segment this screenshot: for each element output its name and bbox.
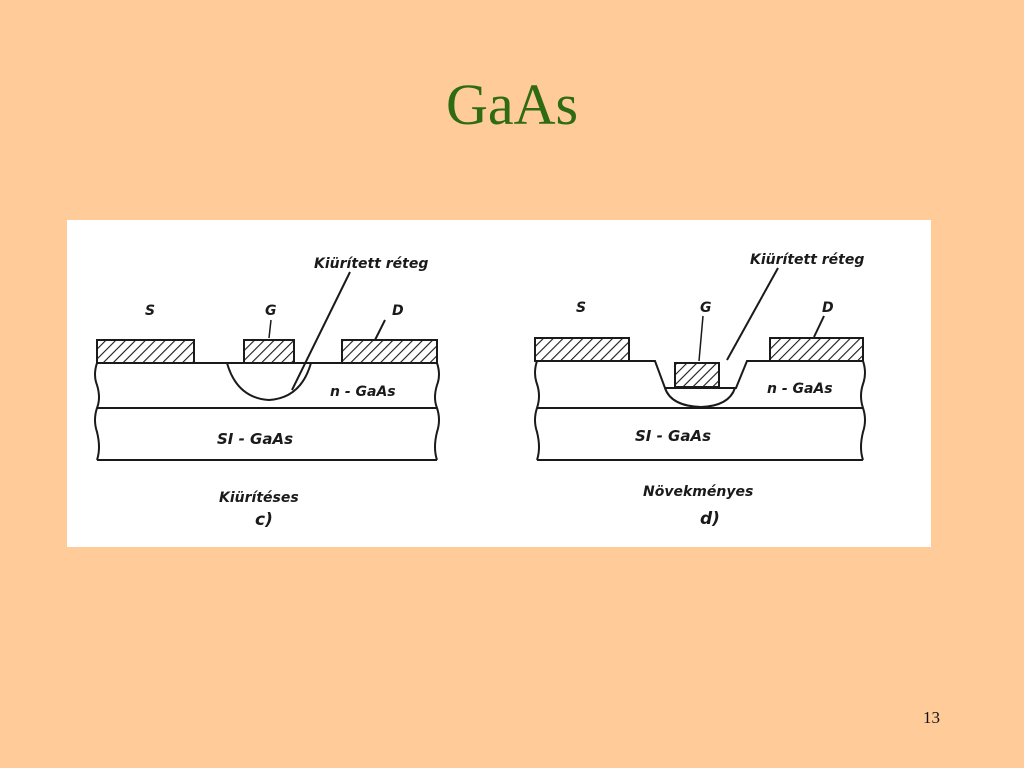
diagram-c-substrate-label: SI - GaAs — [217, 430, 293, 448]
diagram-d-labels: Kiürített réteg S G D n - GaAs SI - GaAs… — [576, 252, 864, 529]
mesfet-figure: Kiürített réteg S G D n - GaAs SI - GaAs… — [67, 220, 931, 547]
diagram-c-drain-contact — [341, 339, 438, 364]
mesfet-diagrams: Kiürített réteg S G D n - GaAs SI - GaAs… — [94, 252, 866, 530]
diagram-c-source-contact — [96, 339, 195, 364]
diagram-c-gate-label: G — [265, 303, 277, 319]
diagram-c-gate-contact — [243, 339, 295, 364]
diagram-c-active-layer-label: n - GaAs — [330, 384, 396, 400]
diagram-c-right-break — [434, 362, 440, 461]
diagram-c-panel-label: c) — [255, 510, 273, 530]
diagram-d-gate-contact — [674, 362, 720, 388]
diagram-d-source-contact — [534, 337, 630, 362]
diagram-d-panel-label: d) — [700, 509, 720, 529]
diagram-d-layer-boundaries — [537, 407, 863, 461]
diagram-d-depletion-region — [664, 387, 736, 409]
slide-title: GaAs — [445, 72, 579, 137]
diagram-d-depletion-label: Kiürített réteg — [750, 252, 864, 268]
diagram-d-drain-contact — [769, 337, 864, 362]
diagram-d-drain-label: D — [822, 300, 834, 316]
diagram-d-enhancement-mesfet — [534, 267, 866, 461]
diagram-c-gate-leader — [268, 319, 272, 339]
diagram-c-depletion-label: Kiürített réteg — [314, 256, 428, 272]
diagram-d-gate-label: G — [700, 300, 712, 316]
diagram-c-source-label: S — [145, 303, 155, 319]
diagram-c-depletion-mesfet — [94, 271, 440, 461]
diagram-c-depletion-region — [226, 362, 312, 402]
diagram-d-mode-label: Növekményes — [643, 484, 753, 500]
diagram-d-left-break — [534, 360, 540, 461]
diagram-d-source-label: S — [576, 300, 586, 316]
diagram-c-depletion-leader — [291, 271, 351, 391]
diagram-d-right-break — [860, 360, 866, 461]
diagram-d-gate-leader — [698, 315, 704, 362]
diagram-c-left-break — [94, 362, 100, 461]
diagram-d-depletion-leader — [726, 267, 779, 361]
diagram-c-labels: Kiürített réteg S G D n - GaAs SI - GaAs… — [145, 256, 428, 530]
diagram-d-active-layer-label: n - GaAs — [767, 381, 833, 397]
diagram-d-drain-leader — [813, 315, 825, 338]
diagram-c-drain-leader — [374, 319, 386, 341]
diagram-c-drain-label: D — [392, 303, 404, 319]
slide-number: 13 — [923, 708, 940, 727]
diagram-d-substrate-label: SI - GaAs — [635, 427, 711, 445]
diagram-c-mode-label: Kiürítéses — [219, 490, 299, 506]
